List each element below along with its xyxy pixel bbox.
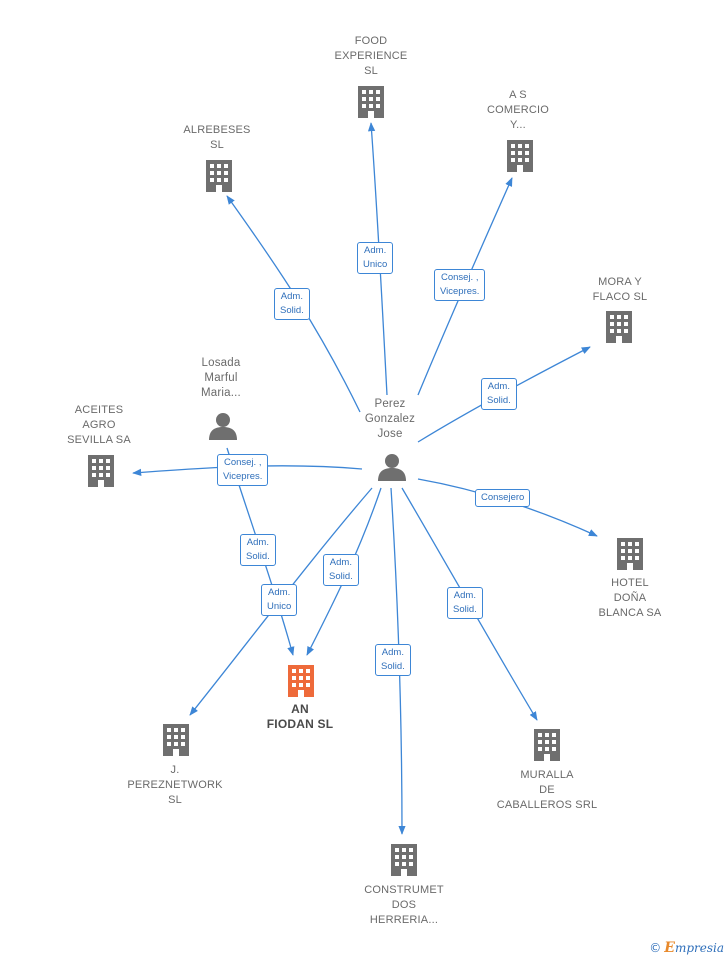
person-icon-perez-gonzalez[interactable] xyxy=(378,454,406,481)
building-icon-hotel[interactable] xyxy=(617,538,643,570)
empresia-logo: ©Empresia xyxy=(649,940,724,956)
edge-label-to-food[interactable]: Adm. Unico xyxy=(357,242,394,274)
building-icon-an-fiodan[interactable] xyxy=(288,665,314,697)
copyright-symbol: © xyxy=(649,941,662,955)
node-label-mora-y-flaco[interactable]: MORA Y FLACO SL xyxy=(592,276,648,303)
building-icon-construmet[interactable] xyxy=(391,844,417,876)
node-label-hotel[interactable]: HOTEL DOÑA BLANCA SA xyxy=(598,577,662,619)
node-label-muralla[interactable]: MURALLA DE CABALLEROS SRL xyxy=(496,769,598,811)
edge-label-to-j[interactable]: Adm. Unico xyxy=(261,584,298,616)
edge-label-to-hotel[interactable]: Consejero xyxy=(475,489,531,507)
person-icon-losada[interactable] xyxy=(209,413,237,440)
edge-label-to-as-comercio[interactable]: Consej. , Vicepres. xyxy=(434,269,486,301)
edge-label-to-construmet[interactable]: Adm. Solid. xyxy=(375,644,411,676)
node-label-an-fiodan[interactable]: AN FIODAN SL xyxy=(266,702,334,731)
edge-label-to-alrebeses[interactable]: Adm. Solid. xyxy=(274,288,310,320)
node-label-food-experience[interactable]: FOOD EXPERIENCE SL xyxy=(334,35,408,77)
node-label-construmet[interactable]: CONSTRUMET DOS HERRERIA... xyxy=(364,884,444,926)
building-icon-aceites-agro[interactable] xyxy=(88,455,114,487)
node-label-perez-gonzalez[interactable]: Perez Gonzalez Jose xyxy=(364,398,416,440)
building-icon-food-experience[interactable] xyxy=(358,86,384,118)
edge-label-to-mora[interactable]: Adm. Solid. xyxy=(481,378,517,410)
node-label-alrebeses[interactable]: ALREBESES SL xyxy=(183,124,251,151)
node-label-j-pereznetwork[interactable]: J. PEREZNETWORK SL xyxy=(127,764,223,806)
edge-label-to-aceites[interactable]: Consej. , Vicepres. xyxy=(217,454,269,486)
node-label-aceites-agro[interactable]: ACEITES AGRO SEVILLA SA xyxy=(67,404,131,446)
building-icon-j-pereznetwork[interactable] xyxy=(163,724,189,756)
building-icon-as-comercio[interactable] xyxy=(507,140,533,172)
brand-name: mpresia xyxy=(674,941,724,955)
edge-to-hotel xyxy=(417,478,598,537)
edge-label-to-muralla[interactable]: Adm. Solid. xyxy=(447,587,483,619)
edge-label-losada-to-an[interactable]: Adm. Solid. xyxy=(240,534,276,566)
building-icon-muralla[interactable] xyxy=(534,729,560,761)
node-label-as-comercio[interactable]: A S COMERCIO Y... xyxy=(486,89,550,131)
brand-initial: E xyxy=(664,940,675,956)
edge-label-to-an[interactable]: Adm. Solid. xyxy=(323,554,359,586)
building-icon-mora-y-flaco[interactable] xyxy=(606,311,632,343)
building-icon-alrebeses[interactable] xyxy=(206,160,232,192)
node-label-losada[interactable]: Losada Marful Maria... xyxy=(201,357,241,399)
